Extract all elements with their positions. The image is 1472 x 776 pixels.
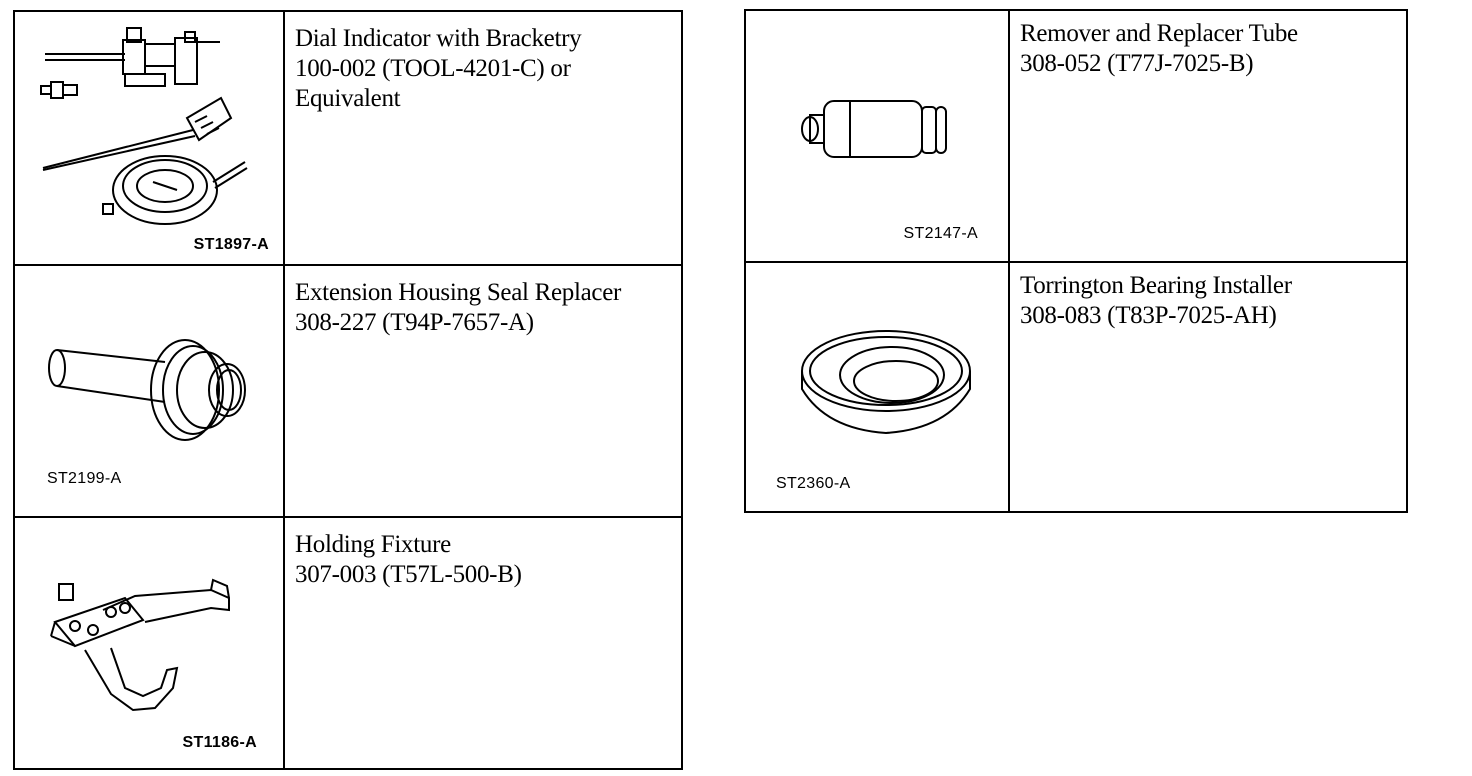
tool-number: 308-052 (T77J-7025-B) (1020, 50, 1254, 77)
tool-illustration-cell: ST1897-A (13, 10, 285, 266)
tool-number: 308-227 (T94P-7657-A) (295, 309, 534, 336)
special-tools-table-left: ST1897-A Dial Indicator with Bracketry 1… (13, 10, 683, 770)
bearing-installer-icon (801, 330, 971, 435)
tool-illustration-cell: ST1186-A (13, 516, 285, 770)
tool-number: 100-002 (TOOL-4201-C) or Equivalent (295, 55, 571, 112)
dial-indicator-icon (40, 27, 248, 225)
tool-description-cell: Remover and Replacer Tube 308-052 (T77J-… (1008, 9, 1408, 263)
tool-number: 307-003 (T57L-500-B) (295, 561, 522, 588)
tool-description-cell: Holding Fixture 307-003 (T57L-500-B) (283, 516, 683, 770)
table-row: ST2360-A Torrington Bearing Installer 30… (744, 261, 1408, 513)
tool-description-cell: Torrington Bearing Installer 308-083 (T8… (1008, 261, 1408, 513)
illustration-code: ST2360-A (776, 475, 851, 492)
special-tools-table-right: ST2147-A Remover and Replacer Tube 308-0… (744, 9, 1408, 513)
holding-fixture-icon (50, 578, 230, 712)
tool-description-cell: Dial Indicator with Bracketry 100-002 (T… (283, 10, 683, 266)
illustration-code: ST2199-A (47, 470, 122, 487)
tool-name: Dial Indicator with Bracketry (295, 25, 582, 52)
table-row: ST2147-A Remover and Replacer Tube 308-0… (744, 9, 1408, 263)
tool-name: Torrington Bearing Installer (1020, 272, 1292, 299)
tool-illustration-cell: ST2199-A (13, 264, 285, 518)
replacer-tube-icon (801, 100, 947, 158)
tool-illustration-cell: ST2147-A (744, 9, 1010, 263)
table-row: ST2199-A Extension Housing Seal Replacer… (13, 264, 683, 518)
tool-name: Remover and Replacer Tube (1020, 20, 1298, 47)
illustration-code: ST1897-A (193, 236, 269, 253)
illustration-code: ST1186-A (182, 734, 257, 751)
seal-replacer-icon (48, 339, 246, 441)
tool-name: Extension Housing Seal Replacer (295, 279, 622, 306)
tool-description-cell: Extension Housing Seal Replacer 308-227 … (283, 264, 683, 518)
tool-name: Holding Fixture (295, 531, 451, 558)
table-row: ST1186-A Holding Fixture 307-003 (T57L-5… (13, 516, 683, 770)
table-row: ST1897-A Dial Indicator with Bracketry 1… (13, 10, 683, 266)
tool-illustration-cell: ST2360-A (744, 261, 1010, 513)
illustration-code: ST2147-A (903, 225, 978, 242)
tool-number: 308-083 (T83P-7025-AH) (1020, 302, 1277, 329)
